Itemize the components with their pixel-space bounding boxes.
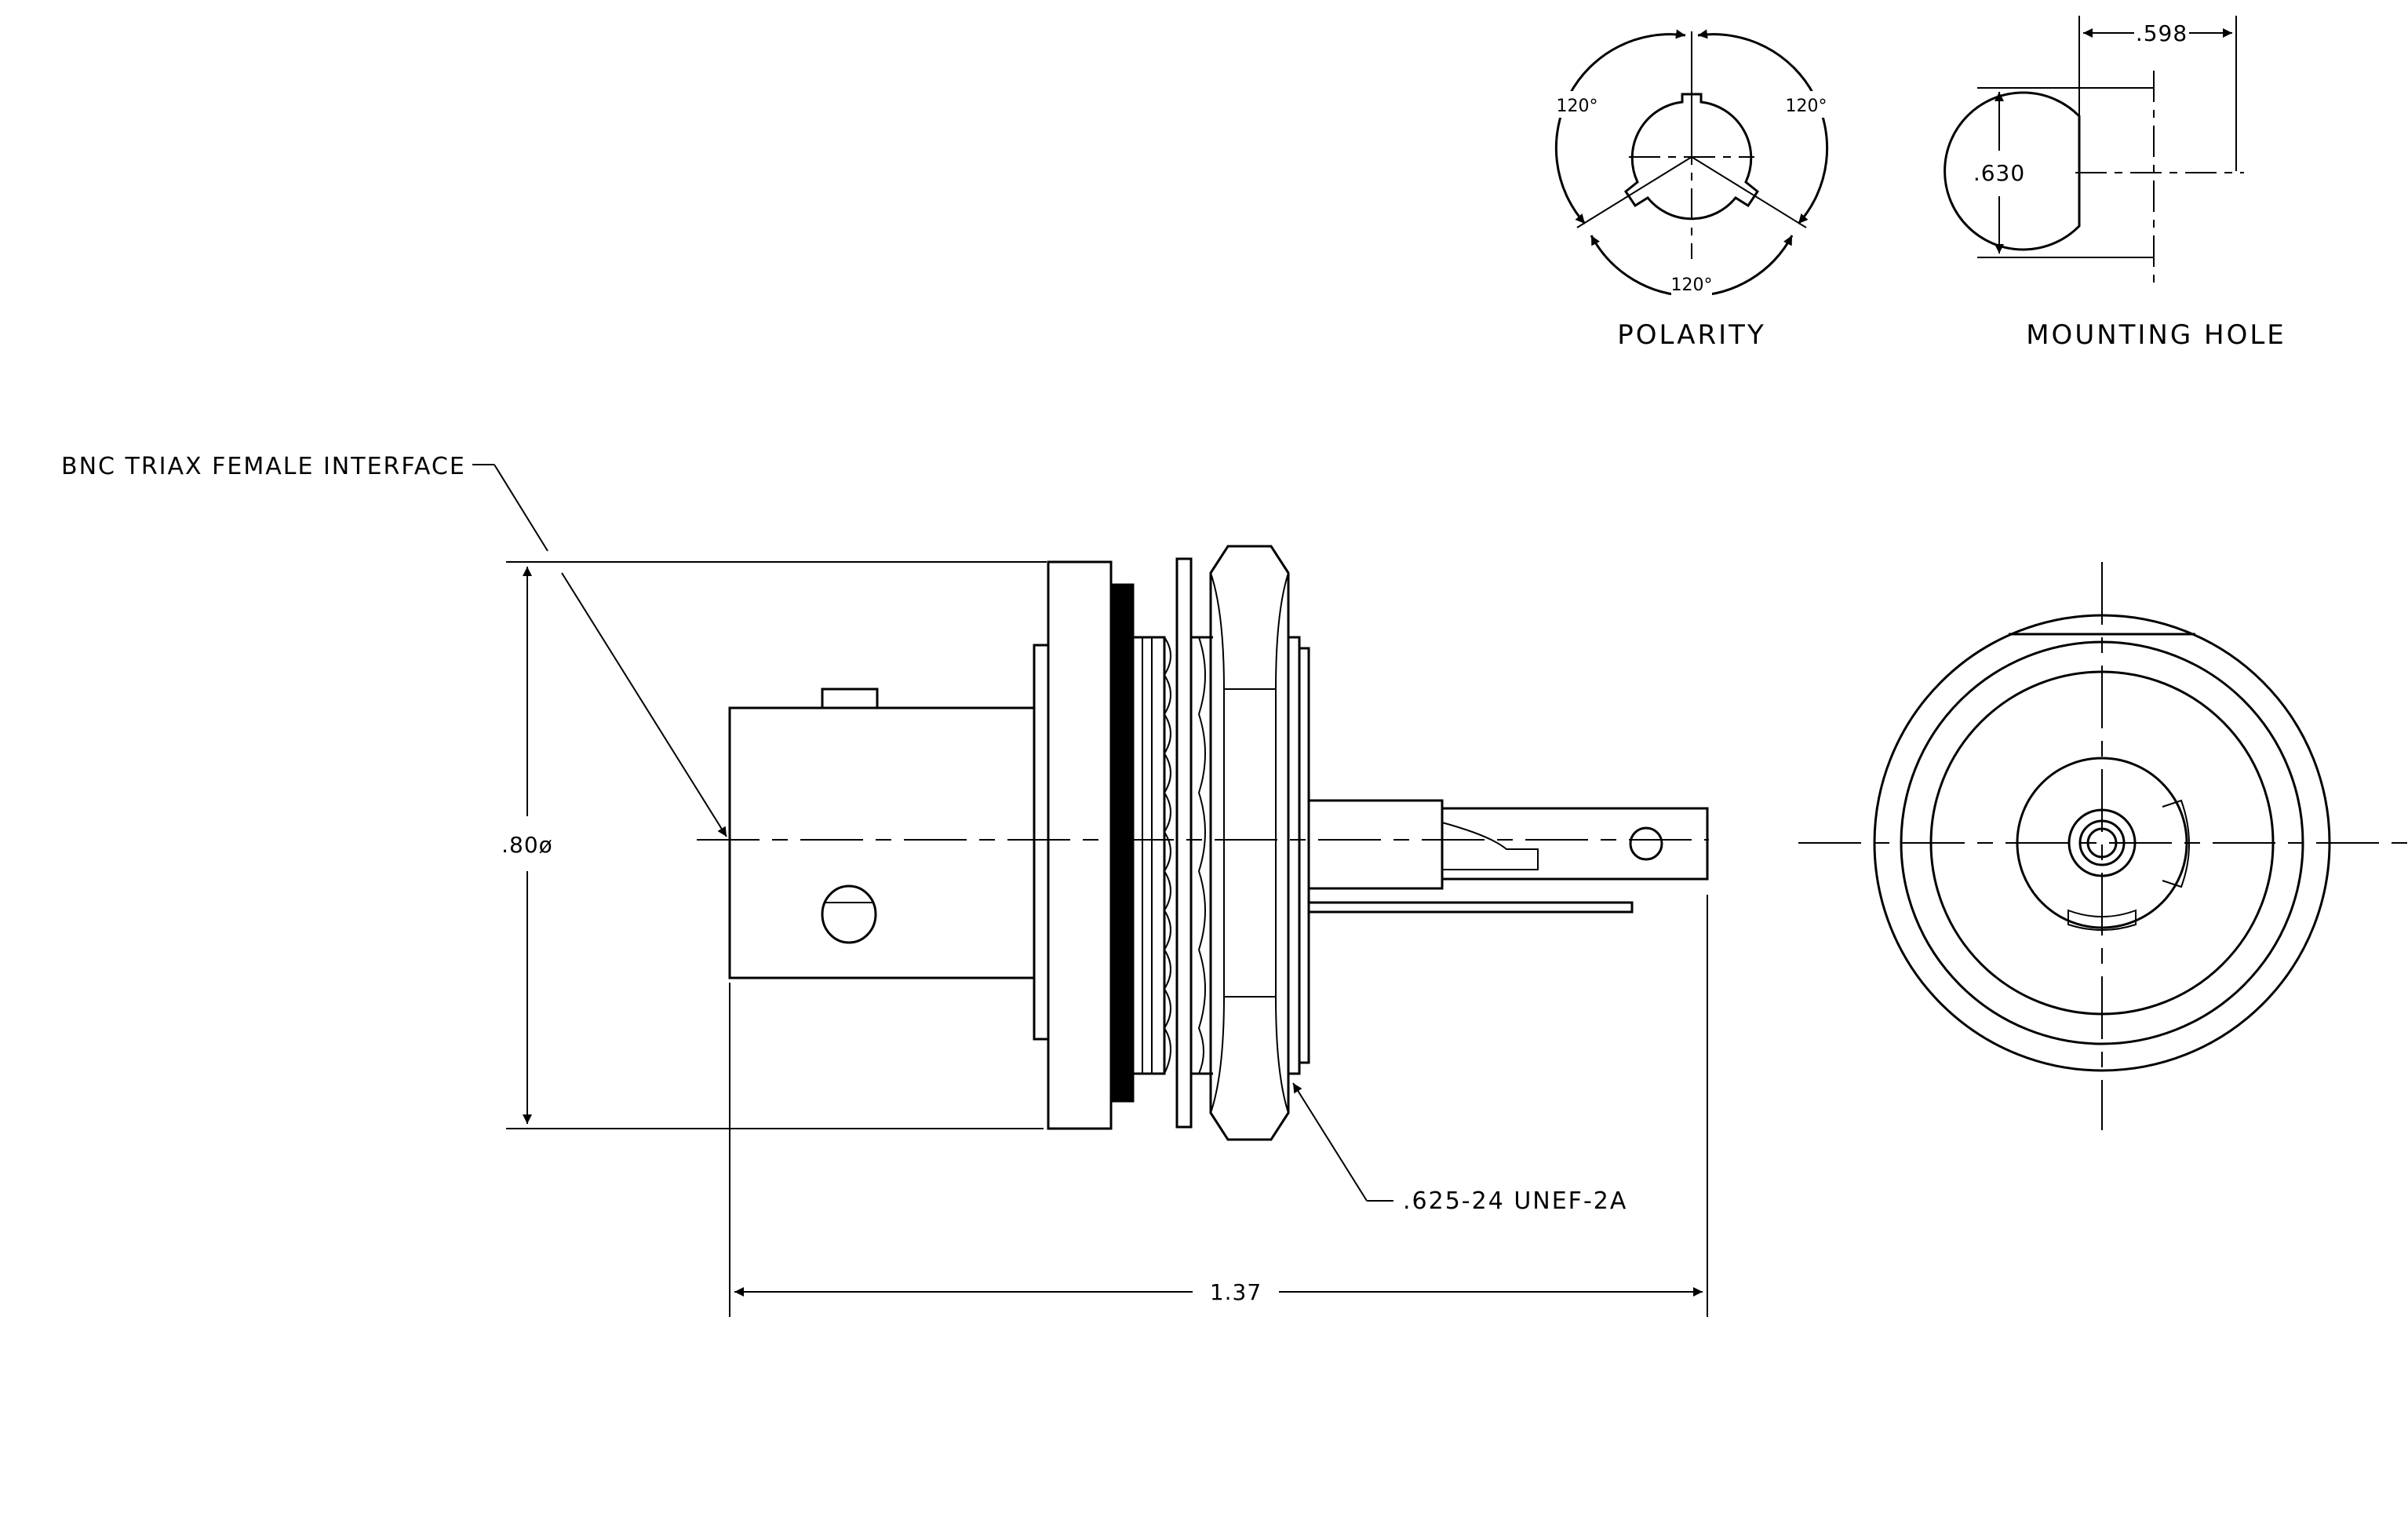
overall-length-dim: 1.37: [1210, 1279, 1262, 1305]
main-dimensions: [472, 464, 1708, 1317]
body-diameter-dim: .80ø: [501, 832, 553, 858]
polarity-title: POLARITY: [1617, 319, 1765, 351]
hole-diameter-dim: .630: [1973, 160, 2025, 186]
mounting-hole-title: MOUNTING HOLE: [2026, 319, 2286, 351]
connector-front-view: [1798, 562, 2407, 1130]
polarity-view: [1554, 29, 1829, 297]
polarity-angle-bottom: 120°: [1671, 275, 1713, 295]
polarity-angle-left: 120°: [1557, 97, 1598, 116]
polarity-angle-right: 120°: [1786, 97, 1827, 116]
hole-flat-width-dim: .598: [2136, 20, 2188, 46]
interface-label: BNC TRIAX FEMALE INTERFACE: [61, 453, 466, 480]
thread-label: .625-24 UNEF-2A: [1403, 1187, 1627, 1215]
mounting-hole-view: [1944, 16, 2244, 290]
connector-side-view: [697, 545, 1709, 1141]
